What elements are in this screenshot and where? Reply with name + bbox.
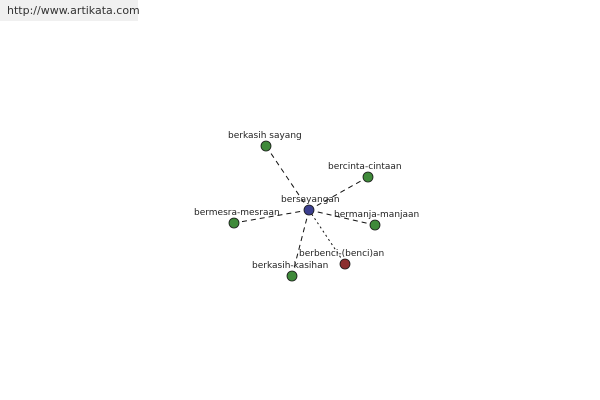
node-bermanja-manjaan[interactable] [369, 219, 381, 231]
node-label-bermesra-mesraan[interactable]: bermesra-mesraan [194, 208, 280, 218]
edge-berbenci-benci-an [308, 209, 346, 265]
node-berkasih-kasihan[interactable] [286, 270, 298, 282]
node-label-berkasih-sayang[interactable]: berkasih sayang [228, 131, 302, 141]
node-label-berkasih-kasihan[interactable]: berkasih-kasihan [252, 261, 328, 271]
edge-bercinta-cintaan [308, 176, 369, 211]
node-bersayangan[interactable] [303, 204, 315, 216]
graph-labels: berkasih sayang bercinta-cintaan bermesra-… [194, 131, 419, 271]
node-label-bercinta-cintaan[interactable]: bercinta-cintaan [328, 162, 402, 172]
node-bercinta-cintaan[interactable] [362, 171, 374, 183]
edge-berkasih-kasihan [291, 209, 310, 277]
graph-nodes [228, 140, 381, 282]
node-berkasih-sayang[interactable] [260, 140, 272, 152]
node-bermesra-mesraan[interactable] [228, 217, 240, 229]
node-label-berbenci-benci-an[interactable]: berbenci-(benci)an [299, 249, 384, 259]
node-label-bersayangan[interactable]: bersayangan [281, 195, 340, 205]
edge-bermesra-mesraan [233, 209, 310, 224]
node-berbenci-benci-an[interactable] [339, 258, 351, 270]
edge-bermanja-manjaan [308, 209, 376, 226]
site-url-link[interactable]: http://www.artikata.com [0, 0, 140, 21]
edge-berkasih-sayang [265, 145, 310, 211]
node-label-bermanja-manjaan[interactable]: bermanja-manjaan [334, 210, 419, 220]
graph-edges [233, 145, 376, 277]
